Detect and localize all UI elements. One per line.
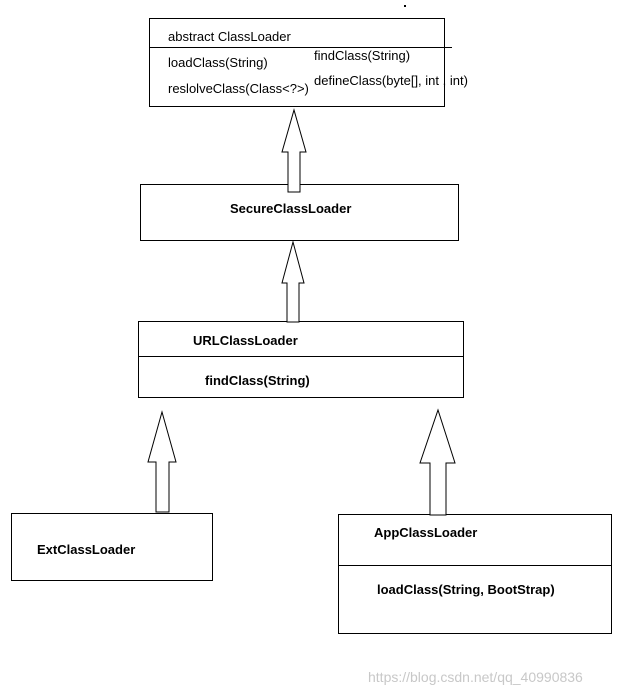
appclassloader-box xyxy=(338,514,612,634)
stray-dot xyxy=(404,5,406,7)
extclassloader-box xyxy=(11,513,213,581)
classloader-method-loadclass: loadClass(String) xyxy=(168,55,268,70)
urlclassloader-box xyxy=(138,321,464,398)
arrow-app-to-url xyxy=(419,408,456,516)
classloader-title: abstract ClassLoader xyxy=(168,29,291,44)
classloader-method-defineclass: defineClass(byte[], int , int) xyxy=(314,73,468,88)
appclassloader-title: AppClassLoader xyxy=(374,525,478,540)
arrow-url-to-secure xyxy=(281,240,305,323)
extclassloader-title: ExtClassLoader xyxy=(37,542,136,557)
watermark-text: https://blog.csdn.net/qq_40990836 xyxy=(368,669,583,685)
classloader-method-resolveclass: reslolveClass(Class<?>) xyxy=(168,81,309,96)
appclassloader-method-loadclass: loadClass(String, BootStrap) xyxy=(377,582,555,597)
classloader-method-findclass: findClass(String) xyxy=(314,48,411,63)
urlclassloader-method-findclass: findClass(String) xyxy=(205,373,310,388)
secureclassloader-title: SecureClassLoader xyxy=(230,201,352,216)
urlclassloader-divider xyxy=(139,356,463,357)
urlclassloader-title: URLClassLoader xyxy=(193,333,298,348)
classloader-divider xyxy=(150,47,452,48)
arrow-secure-to-classloader xyxy=(281,108,307,193)
appclassloader-divider xyxy=(339,565,611,566)
classloader-box xyxy=(149,18,445,107)
arrow-ext-to-url xyxy=(147,410,177,513)
